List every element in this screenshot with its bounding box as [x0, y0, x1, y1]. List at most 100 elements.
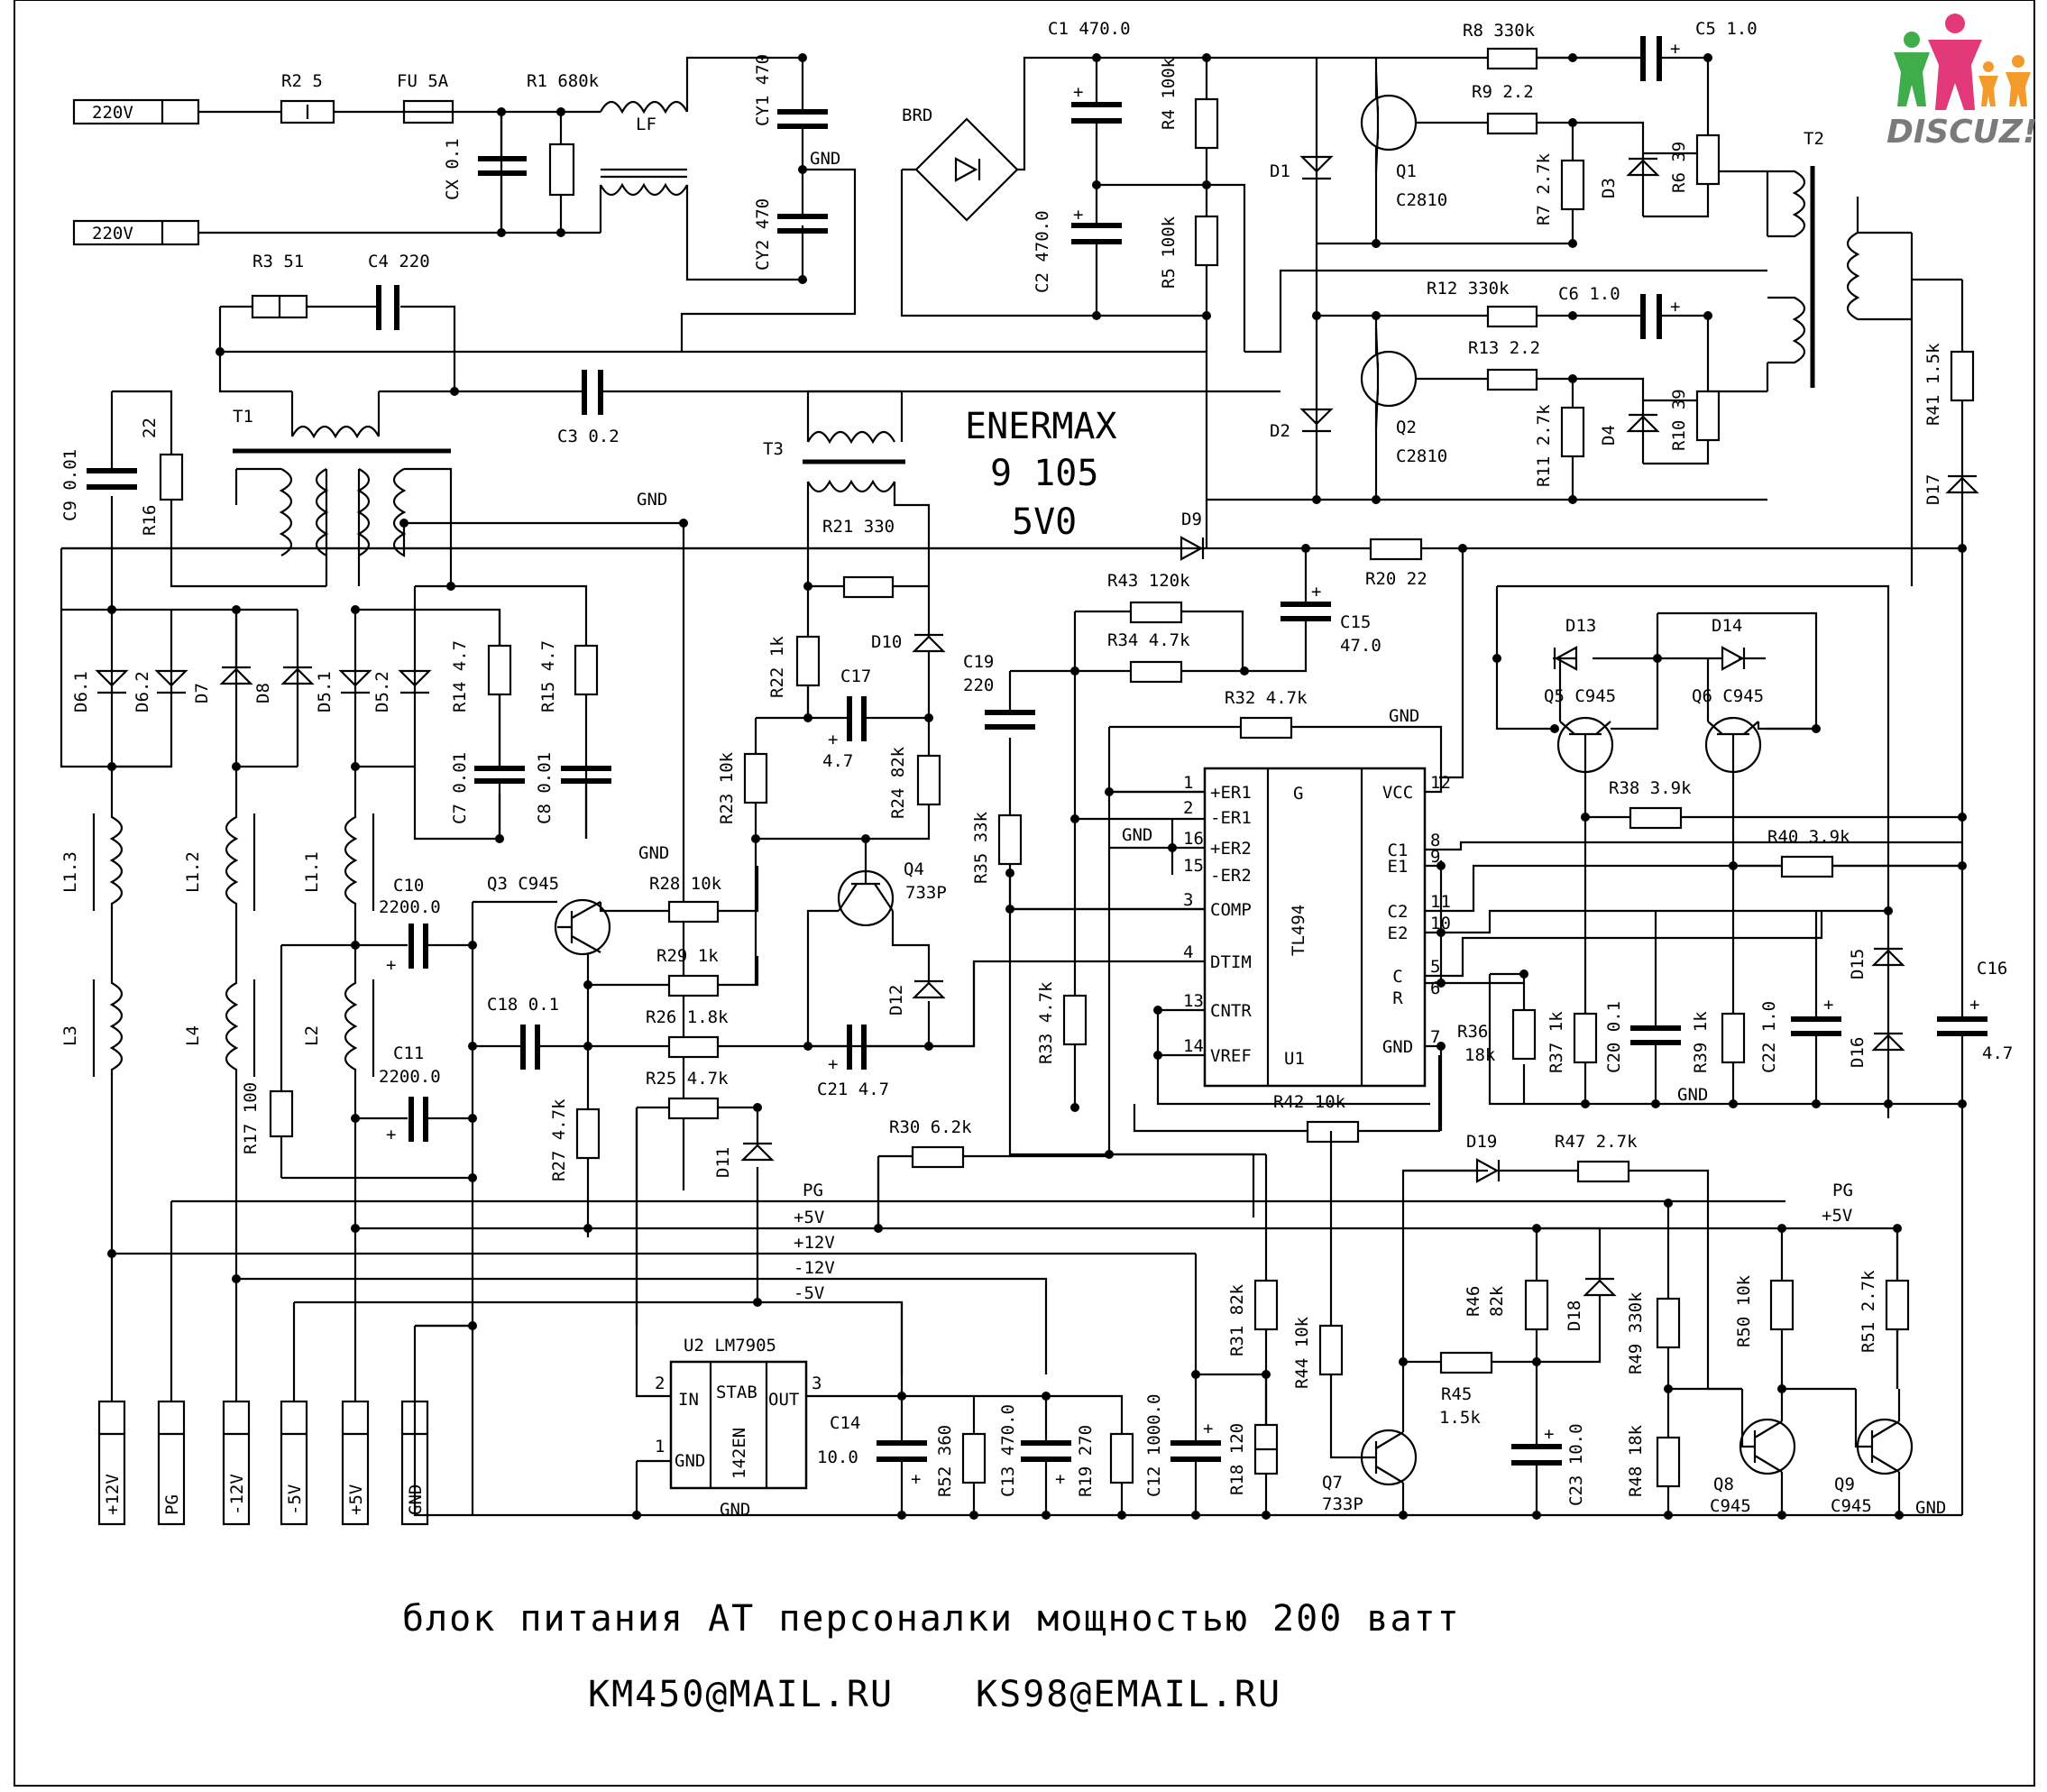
resistor-r6	[1695, 133, 1721, 186]
label-c14: C14	[830, 1413, 860, 1433]
label-r7: R7 2.7k	[1534, 152, 1554, 225]
label-r19: R19 270	[1076, 1425, 1096, 1497]
label-c13-plus: +	[1055, 1469, 1065, 1489]
u2-in: IN	[678, 1390, 699, 1410]
label-c10-value: 2200.0	[379, 897, 441, 917]
label-r17: R17 100	[241, 1082, 261, 1154]
label-r1: R1 680k	[527, 71, 600, 91]
resistor-r51	[1885, 1279, 1910, 1331]
pwm-controller-section: D9 R20 22 + C15 47.0 R43 120k R34 4.7k C…	[61, 510, 2013, 1515]
label-c3: C3 0.2	[557, 427, 620, 446]
resistor-r26	[667, 1035, 720, 1059]
label-lf: LF	[636, 115, 656, 134]
discuz-logo: DISCUZ!	[1886, 14, 2037, 151]
label-c4: C4 220	[368, 252, 430, 271]
label-c13: C13 470.0	[998, 1404, 1018, 1497]
label-r15: R15 4.7	[538, 640, 558, 712]
ac-input-terminal-2	[72, 219, 200, 246]
resistor-r19	[1109, 1432, 1134, 1484]
tl494-pin-name: R	[1392, 988, 1403, 1008]
label-r16: R16	[140, 505, 160, 536]
transistor-q3	[554, 898, 611, 956]
tl494-pin-name: -ER1	[1210, 808, 1252, 828]
tl494-pin-name: C	[1392, 967, 1402, 987]
footer-email-1: KM450@MAIL.RU	[588, 1674, 894, 1715]
ac-input-label-1: 220V	[92, 103, 133, 123]
label-c15-plus: +	[1311, 582, 1321, 602]
label-r32: R32 4.7k	[1225, 688, 1308, 708]
tl494-pin-number: 2	[1183, 798, 1193, 818]
label-l1-2: L1.2	[183, 851, 203, 893]
u2-gnd-below: GND	[720, 1500, 750, 1520]
label-r42: R42 10k	[1273, 1092, 1346, 1112]
label-d12: D12	[886, 985, 906, 1015]
rail-plus5	[355, 1156, 963, 1230]
label-d15: D15	[1848, 949, 1868, 979]
label-r50: R50 10k	[1734, 1274, 1754, 1347]
label-d16: D16	[1848, 1037, 1868, 1068]
resistor-r25	[667, 1097, 720, 1120]
rail-label-m12: -12V	[794, 1258, 835, 1278]
label-c23-plus: +	[1544, 1424, 1554, 1444]
label-cy1: CY1 470	[753, 54, 773, 126]
tl494-pin-number: 4	[1183, 942, 1193, 962]
label-gnd-tl494-16: GND	[1122, 825, 1152, 845]
output-connector	[222, 1400, 251, 1526]
resistor-r34	[1129, 660, 1183, 684]
label-gnd-q3: GND	[638, 843, 669, 863]
label-c1-plus: +	[1073, 82, 1083, 102]
label-q7: Q7	[1322, 1473, 1343, 1493]
inductor-lf: LF	[599, 56, 694, 281]
label-q7-type: 733P	[1322, 1494, 1363, 1514]
label-d11: D11	[713, 1147, 733, 1178]
label-cx: CX 0.1	[443, 138, 463, 200]
label-c9: C9 0.01	[60, 449, 80, 521]
label-r31: R31 82k	[1227, 1283, 1247, 1356]
rail-label-m5: -5V	[794, 1283, 824, 1303]
label-c12-plus: +	[1203, 1419, 1213, 1438]
resistor-r13	[1486, 368, 1538, 391]
resistor-r49	[1656, 1297, 1681, 1349]
label-brd: BRD	[902, 106, 932, 125]
label-r38: R38 3.9k	[1609, 778, 1692, 798]
tl494-pin-name: +ER2	[1210, 839, 1252, 859]
q3-section: Q3 C945 R28 10k R29 1k C18 0.1 R26 1.8k …	[468, 843, 976, 1326]
label-c6: C6 1.0	[1558, 284, 1620, 304]
label-r34: R34 4.7k	[1107, 630, 1190, 650]
rail-label-p5: +5V	[794, 1208, 824, 1227]
power-good-section: R44 10k Q7 733P D19 R47 2.7k R45 1.5k R4…	[963, 1131, 1946, 1518]
output-connector	[157, 1400, 186, 1526]
label-d5-2: D5.2	[372, 671, 392, 712]
resistor-r12	[1486, 305, 1538, 328]
label-r47: R47 2.7k	[1555, 1132, 1638, 1152]
output-connector-label: -5V	[285, 1484, 305, 1515]
resistor-r15	[574, 644, 599, 696]
tl494-pin-number: 1	[1183, 773, 1193, 793]
label-gnd-r39: GND	[1677, 1085, 1708, 1105]
resistor-r1	[548, 142, 575, 197]
regulator-u2-section: U2 LM7905 IN STAB OUT GND 142EN 2 1 3 GN…	[632, 1107, 1279, 1520]
rail-label-pg: PG	[803, 1181, 823, 1200]
label-gnd-cy: GND	[810, 149, 840, 169]
label-c18: C18 0.1	[487, 995, 559, 1015]
label-c16-plus: +	[1969, 995, 1979, 1015]
output-connector-label: +5V	[346, 1484, 366, 1515]
label-d10: D10	[871, 632, 902, 652]
label-q1: Q1	[1396, 161, 1417, 181]
tl494-pin-name: DTIM	[1210, 952, 1252, 972]
label-r25: R25 4.7k	[646, 1069, 729, 1089]
label-r28: R28 10k	[649, 874, 722, 894]
label-t2: T2	[1804, 129, 1824, 149]
u2-name: U2 LM7905	[684, 1336, 776, 1355]
resistor-r43	[1129, 601, 1183, 624]
t3-q4-section: T3 R21 330 D10 R22 1k + C17 4.7 R23 10k …	[717, 390, 1151, 1099]
label-q8: Q8	[1713, 1475, 1734, 1494]
label-c19-value: 220	[963, 675, 994, 695]
brand-block: ENERMAX 9 105 5V0	[965, 406, 1117, 543]
u2-pin2: 2	[655, 1374, 665, 1393]
tl494-pin-number: 7	[1430, 1027, 1440, 1047]
label-c21: C21 4.7	[817, 1080, 889, 1099]
label-r49: R49 330k	[1626, 1291, 1646, 1374]
tl494-pin-name: VCC	[1382, 783, 1413, 803]
